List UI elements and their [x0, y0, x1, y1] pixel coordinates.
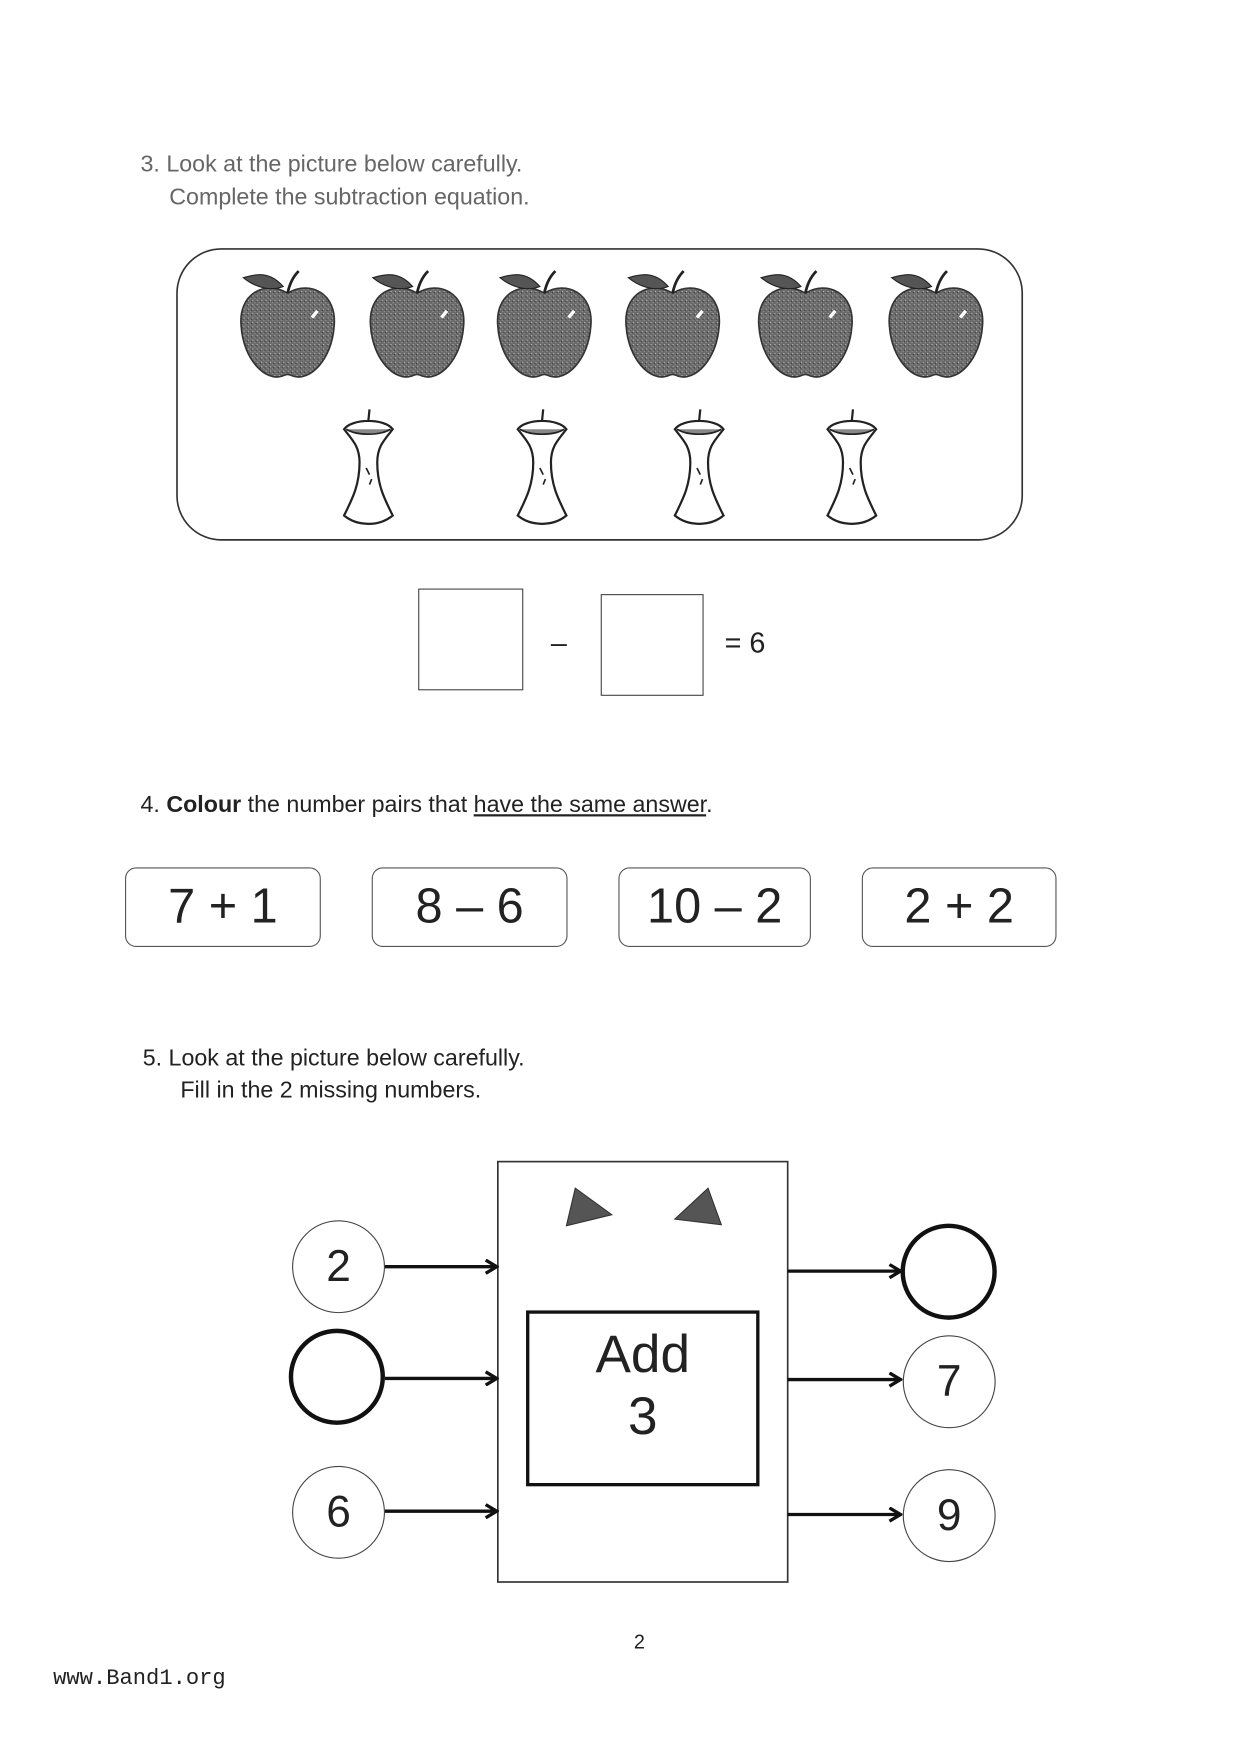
answer-box-subtrahend[interactable]	[600, 594, 704, 696]
machine-eye-icon	[565, 1187, 614, 1227]
machine-rule-box	[526, 1310, 760, 1487]
machine-rule-line1: Add	[595, 1325, 691, 1384]
input-circle-2-blank[interactable]	[288, 1328, 385, 1425]
output-circle-1-blank[interactable]	[900, 1223, 997, 1320]
q3-instruction-line1: 3. Look at the picture below carefully.	[140, 151, 523, 178]
apple-icon	[624, 269, 722, 379]
apple-core-icon	[673, 408, 725, 525]
number-pair-4[interactable]: 2 + 2	[861, 867, 1057, 947]
number-machine-diagram	[384, 1160, 1239, 1583]
minus-sign: –	[550, 626, 567, 660]
apple-icon	[239, 269, 337, 379]
q5-instruction-line1: 5. Look at the picture below carefully.	[142, 1045, 525, 1071]
number-pair-2[interactable]: 8 – 6	[371, 867, 568, 947]
output-circle-2: 7	[902, 1335, 996, 1429]
apple-core-icon	[516, 408, 568, 525]
number-pair-3[interactable]: 10 – 2	[618, 867, 811, 947]
apple-icon	[495, 269, 593, 379]
apples-picture	[176, 248, 1024, 541]
answer-box-minuend[interactable]	[418, 588, 524, 691]
number-pair-1[interactable]: 7 + 1	[125, 867, 321, 947]
apple-core-icon	[826, 408, 878, 525]
machine-rule: Add 3	[528, 1324, 758, 1448]
q4-instruction: 4. Colour the number pairs that have the…	[140, 792, 713, 818]
apple-core-icon	[342, 408, 394, 525]
website-footer: www.Band1.org	[53, 1666, 226, 1692]
apple-icon	[756, 269, 854, 379]
page-number: 2	[633, 1630, 645, 1653]
q5-instruction-line2: Fill in the 2 missing numbers.	[180, 1077, 482, 1103]
equals-result: = 6	[724, 626, 766, 660]
machine-rule-line2: 3	[627, 1387, 658, 1446]
machine-box	[497, 1160, 789, 1583]
apple-icon	[887, 269, 985, 379]
input-circle-1: 2	[292, 1220, 385, 1314]
input-circle-3: 6	[292, 1465, 385, 1559]
q3-instruction-line2: Complete the subtraction equation.	[169, 184, 530, 211]
picture-frame	[176, 248, 1024, 541]
output-circle-3: 9	[902, 1469, 996, 1563]
machine-eye-icon	[673, 1187, 723, 1226]
apple-icon	[368, 269, 466, 379]
